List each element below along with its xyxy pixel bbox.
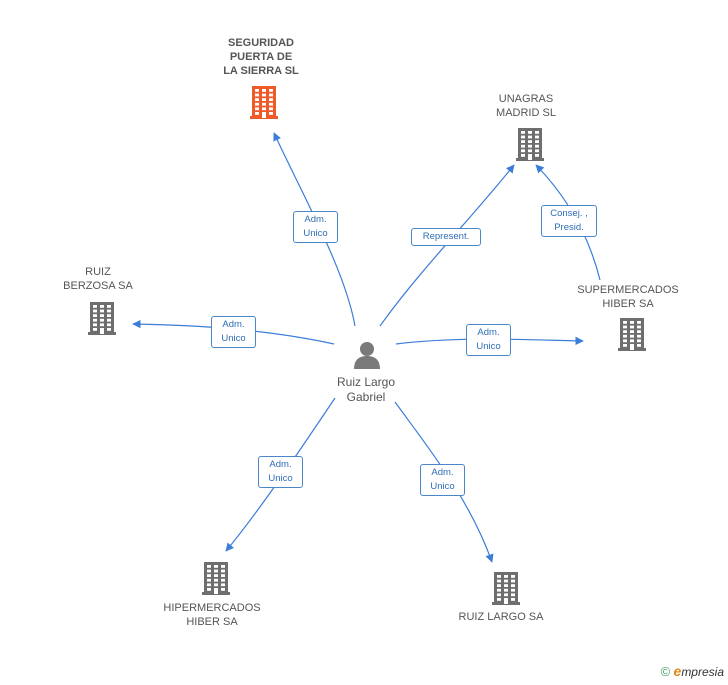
company-name-line: SEGURIDAD <box>227 37 294 49</box>
copyright-icon: © <box>660 664 671 679</box>
relation-line: Unico <box>476 341 501 352</box>
relation-line: Adm. <box>222 319 245 330</box>
relation-line: Unico <box>268 473 293 484</box>
relation-label-supermercados[interactable]: Adm. Unico <box>466 324 511 356</box>
relation-line: Unico <box>303 228 328 239</box>
relation-line: Adm. <box>269 459 292 470</box>
person-icon[interactable] <box>354 342 380 369</box>
building-icon-ruiz-largo-sa[interactable] <box>492 572 520 605</box>
relation-label-hipermercados[interactable]: Adm. Unico <box>258 456 303 488</box>
relation-label-ruiz-largo-sa[interactable]: Adm. Unico <box>420 464 465 496</box>
company-label-unagras[interactable]: UNAGRAS MADRID SL <box>476 92 576 120</box>
company-name-line: RUIZ LARGO SA <box>458 611 544 623</box>
building-icon-hipermercados[interactable] <box>202 562 230 595</box>
company-label-supermercados[interactable]: SUPERMERCADOS HIBER SA <box>568 283 688 311</box>
company-name-line: SUPERMERCADOS <box>577 284 679 296</box>
relation-label-supermercados-unagras[interactable]: Consej. , Presid. <box>541 205 597 237</box>
person-name-line: Ruiz Largo <box>336 375 396 389</box>
company-name-line: MADRID SL <box>496 107 556 119</box>
relation-line: Unico <box>430 481 455 492</box>
company-name-line: HIBER SA <box>602 298 654 310</box>
relation-label-ruiz-berzosa[interactable]: Adm. Unico <box>211 316 256 348</box>
building-icon-unagras[interactable] <box>516 128 544 161</box>
relation-label-seguridad[interactable]: Adm. Unico <box>293 211 338 243</box>
person-label[interactable]: Ruiz Largo Gabriel <box>316 375 416 405</box>
relation-line: Presid. <box>554 222 584 233</box>
brand-name: mpresia <box>681 665 724 679</box>
brand-initial: e <box>673 663 682 679</box>
relation-line: Consej. , <box>550 208 588 219</box>
company-label-ruiz-berzosa[interactable]: RUIZ BERZOSA SA <box>48 265 148 293</box>
company-name-line: PUERTA DE <box>229 51 293 63</box>
company-name-line: HIBER SA <box>186 616 238 628</box>
relation-line: Adm. <box>477 327 500 338</box>
company-name-line: UNAGRAS <box>498 93 554 105</box>
relation-label-unagras[interactable]: Represent. <box>411 228 481 246</box>
building-icon-ruiz-berzosa[interactable] <box>88 302 116 335</box>
relation-line: Adm. <box>304 214 327 225</box>
footer-brand[interactable]: © empresia <box>661 663 724 679</box>
company-name-line: RUIZ <box>85 266 111 278</box>
company-name-line: LA SIERRA SL <box>223 65 299 77</box>
company-name-line: BERZOSA SA <box>63 280 133 292</box>
relation-line: Represent. <box>422 231 470 242</box>
relation-line: Unico <box>221 333 246 344</box>
company-label-hipermercados[interactable]: HIPERMERCADOS HIBER SA <box>152 601 272 629</box>
building-icon-supermercados[interactable] <box>618 318 646 351</box>
relation-line: Adm. <box>431 467 454 478</box>
company-label-ruiz-largo-sa[interactable]: RUIZ LARGO SA <box>446 610 556 624</box>
building-icon-seguridad[interactable] <box>250 86 278 119</box>
company-name-line: HIPERMERCADOS <box>163 602 261 614</box>
person-name-line: Gabriel <box>346 390 386 404</box>
company-label-seguridad[interactable]: SEGURIDAD PUERTA DE LA SIERRA SL <box>211 36 311 78</box>
